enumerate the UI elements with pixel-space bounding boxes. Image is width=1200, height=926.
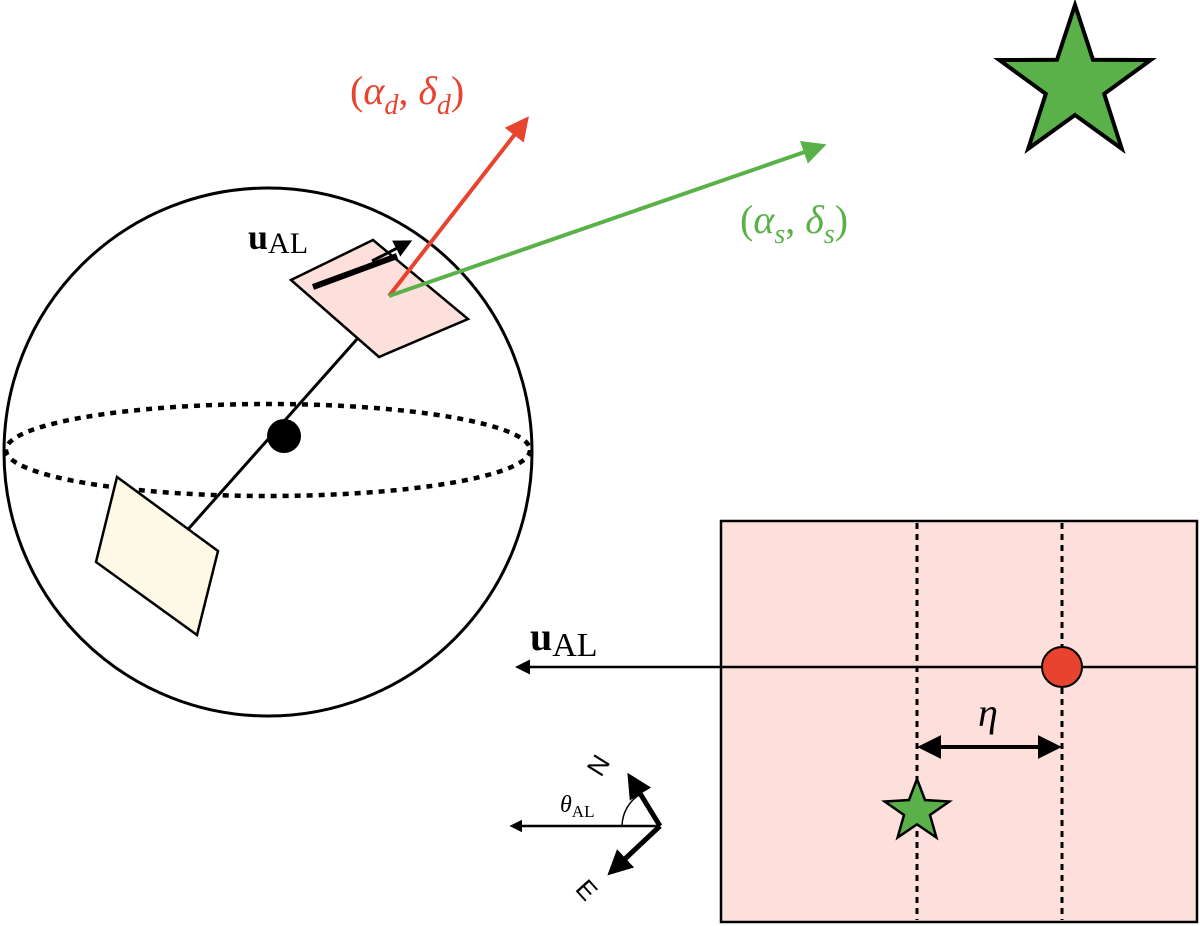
star-icon xyxy=(993,0,1157,154)
east-label: E xyxy=(570,873,604,906)
sphere-outline xyxy=(2,186,534,718)
source-direction-label: (αs, δs) xyxy=(740,197,848,250)
upper-detector-plate xyxy=(288,238,471,359)
u-al-panel-label: uAL xyxy=(530,614,598,664)
u-al-sphere-arrow xyxy=(371,240,413,263)
lower-mirror-plate xyxy=(94,474,220,638)
compass-north-arrow xyxy=(627,772,663,828)
theta-angle-arc xyxy=(621,794,640,827)
compass-east-arrow xyxy=(607,824,662,876)
source-direction-arrow xyxy=(388,140,827,298)
north-label: N xyxy=(581,749,616,781)
eta-label: η xyxy=(978,690,998,735)
satellite-sphere: uAL xyxy=(2,116,827,718)
star-icon xyxy=(881,775,953,841)
focal-plane-panel: η xyxy=(515,519,1199,924)
u-al-sphere-label: uAL xyxy=(248,217,308,260)
focal-plane-rect xyxy=(719,519,1199,924)
circle-icon xyxy=(1041,646,1083,688)
theta-al-label: θAL xyxy=(560,792,594,821)
satellite-center-dot xyxy=(267,419,301,453)
compass-rose: θAL N E xyxy=(509,749,663,906)
detector-plate-strip xyxy=(311,253,399,290)
detector-direction-label: (αd, δd) xyxy=(350,68,464,121)
detector-direction-arrow xyxy=(387,116,529,298)
equator-dotted xyxy=(3,401,533,499)
